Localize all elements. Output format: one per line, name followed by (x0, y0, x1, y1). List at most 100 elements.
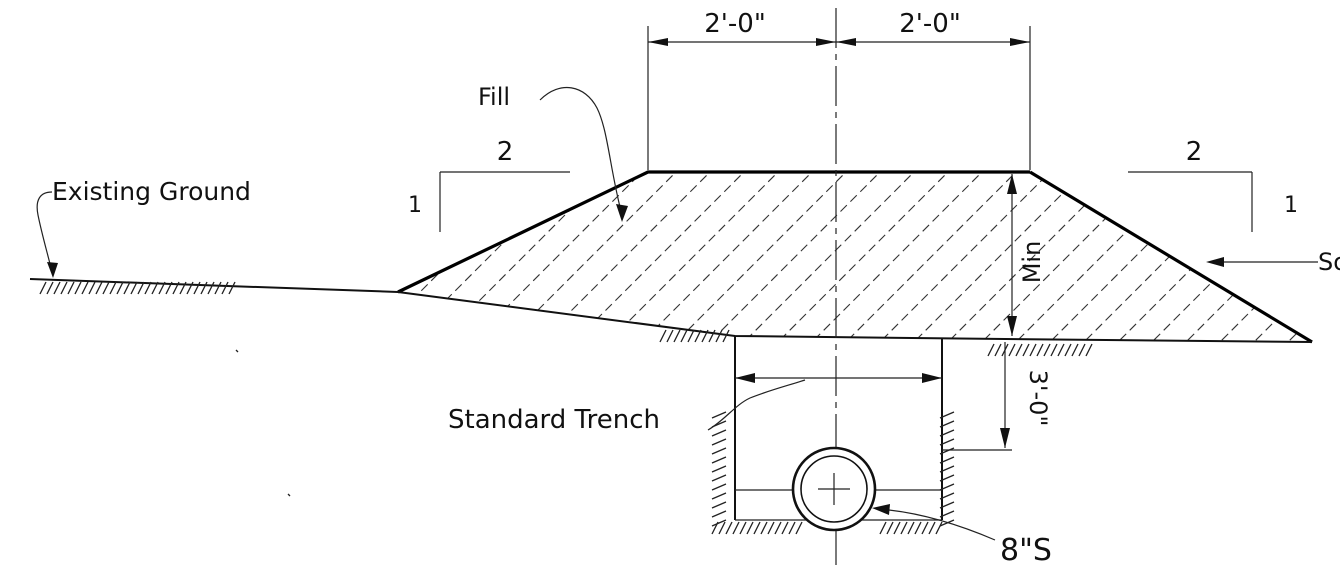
ground-hatch-tick (1029, 343, 1037, 357)
ground-hatch-tick (221, 281, 229, 295)
fill-hatch-line (657, 172, 859, 342)
ground-hatch-tick (179, 281, 187, 295)
ground-hatch-tick (81, 281, 89, 295)
embankment-outline-right (1029, 170, 1313, 344)
ground-hatch-tick (711, 519, 727, 527)
so-leader-arrow (1206, 257, 1224, 267)
ground-hatch-tick (60, 281, 68, 295)
ground-hatch-tick (788, 521, 796, 535)
ground-hatch-tick (939, 411, 955, 419)
ground-hatch-tick (158, 281, 166, 295)
ground-hatch-tick (1036, 343, 1044, 357)
ground-hatch-tick (994, 343, 1002, 357)
ground-hatch-tick (939, 483, 955, 491)
fill-hatch-line (963, 172, 1165, 342)
ground-hatch-tick (200, 281, 208, 295)
ground-hatch-tick (781, 521, 789, 535)
fill-hatch-line (827, 172, 1029, 342)
ground-hatch-tick (893, 521, 901, 535)
ground-hatch-tick (939, 429, 955, 437)
fill-hatch-line (691, 172, 893, 342)
ground-hatch-tick (711, 447, 727, 455)
ground-hatch-tick (907, 521, 915, 535)
ground-hatch-tick (172, 281, 180, 295)
fill-hatch-line (1031, 172, 1233, 342)
ground-hatch-tick (939, 456, 955, 464)
fill-label: Fill (478, 83, 510, 111)
ground-hatch-tick (708, 329, 716, 343)
ground-hatch-tick (939, 501, 955, 509)
ground-hatch-tick (711, 438, 727, 446)
pipe-leader (877, 508, 996, 541)
ground-hatch-tick (939, 447, 955, 455)
ground-hatch-tick (1022, 343, 1030, 357)
ground-hatch-tick (879, 521, 887, 535)
fill-hatch-line (623, 172, 825, 342)
ground-hatch-tick (95, 281, 103, 295)
ground-hatch-tick (914, 521, 922, 535)
ground-hatch-tick (987, 343, 995, 357)
fill-hatch-line (861, 172, 1063, 342)
ground-hatch-tick (711, 510, 727, 518)
fill-leader-arrow (616, 204, 628, 222)
ground-hatch-tick (711, 465, 727, 473)
embankment-outline-left (397, 170, 1030, 294)
top-dimension (647, 26, 1031, 170)
ground-hatch-tick (715, 329, 723, 343)
pipe-label: 8"S (1000, 533, 1052, 568)
ground-hatch-tick (228, 281, 236, 295)
ground-hatch-tick (53, 281, 61, 295)
ground-hatch-tick (928, 521, 936, 535)
min-label: Min (1018, 241, 1046, 284)
ground-hatch-tick (1001, 343, 1009, 357)
ground-hatch-tick (74, 281, 82, 295)
stray-mark-2 (287, 493, 291, 497)
ground-hatch-tick (1064, 343, 1072, 357)
ground-hatch-tick (795, 521, 803, 535)
ground-hatch-tick (123, 281, 131, 295)
fill-hatch-line (398, 172, 485, 342)
ground-hatch-clusters (39, 281, 1093, 535)
top-dim-right-label: 2'-0" (899, 9, 961, 39)
ground-hatch-tick (939, 465, 955, 473)
left-slope-run: 2 (497, 137, 514, 167)
existing-ground-leader (36, 191, 53, 273)
fill-hatch-line (1133, 172, 1312, 342)
fill-hatch-line (555, 172, 757, 342)
ground-hatch-tick (753, 521, 761, 535)
trench-leader (707, 379, 806, 431)
ground-hatch-tick (725, 521, 733, 535)
ground-hatch-tick (39, 281, 47, 295)
ground-hatch-tick (711, 456, 727, 464)
ground-hatch-tick (1078, 343, 1086, 357)
ground-hatch-tick (711, 411, 727, 419)
ground-hatch-tick (1043, 343, 1051, 357)
ground-hatch-tick (186, 281, 194, 295)
ground-hatch-tick (718, 521, 726, 535)
ground-hatch-tick (680, 329, 688, 343)
ground-hatch-tick (711, 429, 727, 437)
ground-hatch-tick (739, 521, 747, 535)
left-slope-rise: 1 (408, 193, 422, 218)
ground-hatch-tick (214, 281, 222, 295)
ground-hatch-tick (207, 281, 215, 295)
fill-hatch-line (793, 172, 995, 342)
fill-hatch-line (895, 172, 1097, 342)
fill-hatch-line (997, 172, 1199, 342)
ground-hatch-tick (687, 329, 695, 343)
ground-hatch-tick (102, 281, 110, 295)
ground-hatch-tick (746, 521, 754, 535)
ground-hatch-tick (151, 281, 159, 295)
ground-hatch-tick (1057, 343, 1065, 357)
fill-hatch-line (1065, 172, 1267, 342)
right-slope-ratio (1128, 171, 1253, 232)
ground-hatch-tick (939, 438, 955, 446)
fill-hatch-line (1167, 172, 1312, 342)
fill-hatch-line (725, 172, 927, 342)
ground-hatch-tick (144, 281, 152, 295)
ground-hatch-tick (137, 281, 145, 295)
fill-hatch-line (1099, 172, 1301, 342)
ground-hatch-tick (939, 492, 955, 500)
ground-hatch-tick (666, 329, 674, 343)
